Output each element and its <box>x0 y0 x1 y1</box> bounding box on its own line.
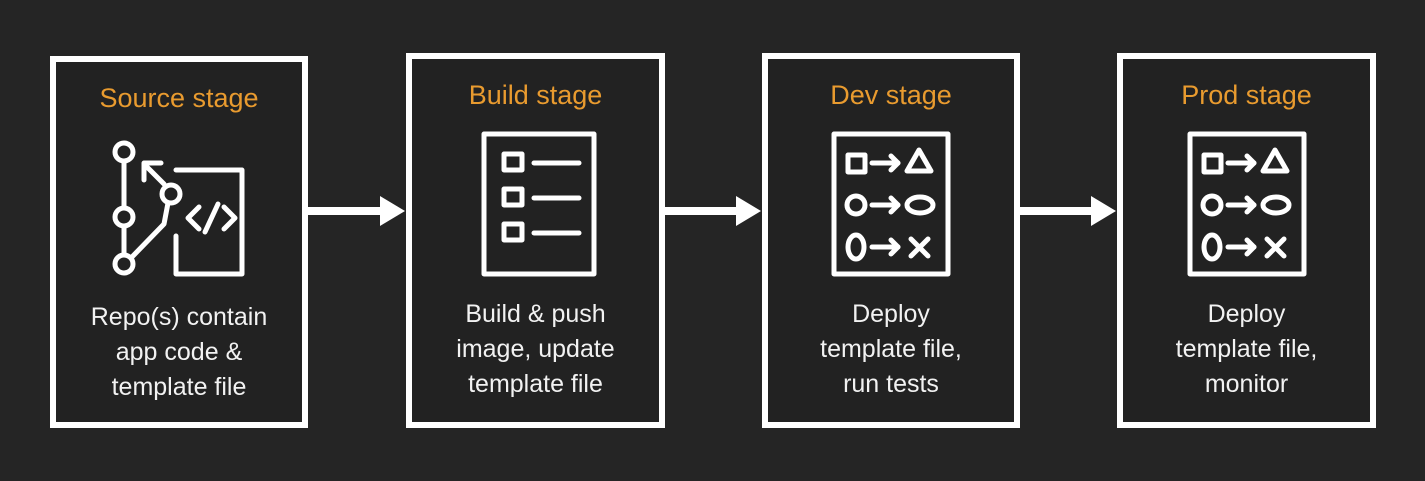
description-line: app code & <box>115 338 243 366</box>
flow-arrow <box>665 196 761 226</box>
checklist-icon <box>481 131 596 277</box>
flow-arrow <box>1020 196 1116 226</box>
stage-description: Build & push image, update template file <box>412 297 659 402</box>
description-line: run tests <box>843 370 939 398</box>
description-line: template file <box>468 370 603 398</box>
transform-test-icon <box>831 131 951 277</box>
stage-title: Dev stage <box>830 80 952 110</box>
description-line: Deploy <box>852 300 930 328</box>
description-line: monitor <box>1204 370 1289 398</box>
dev-stage-box: Dev stage Deploy template file, run test… <box>762 53 1020 428</box>
stage-title: Prod stage <box>1181 80 1312 110</box>
transform-test-icon <box>1187 131 1306 277</box>
git-branch-code-icon <box>112 140 245 277</box>
flow-arrow <box>308 196 405 226</box>
prod-stage-box: Prod stage Deploy template file, monitor <box>1117 53 1376 428</box>
stage-title: Build stage <box>468 80 603 110</box>
description-line: template file, <box>820 335 962 363</box>
stage-description: Repo(s) contain app code & template file <box>56 300 302 405</box>
stage-description: Deploy template file, monitor <box>1123 297 1370 402</box>
description-line: Build & push <box>465 300 606 328</box>
description-line: template file, <box>1175 335 1318 363</box>
description-line: Deploy <box>1207 300 1286 328</box>
stage-description: Deploy template file, run tests <box>768 297 1014 402</box>
description-line: Repo(s) contain <box>90 303 268 331</box>
source-stage-box: Source stage Repo(s) contain app code & … <box>50 56 308 428</box>
description-line: template file <box>111 373 247 401</box>
description-line: image, update <box>456 335 615 363</box>
stage-title: Source stage <box>99 83 259 113</box>
build-stage-box: Build stage Build & push image, update t… <box>406 53 665 428</box>
